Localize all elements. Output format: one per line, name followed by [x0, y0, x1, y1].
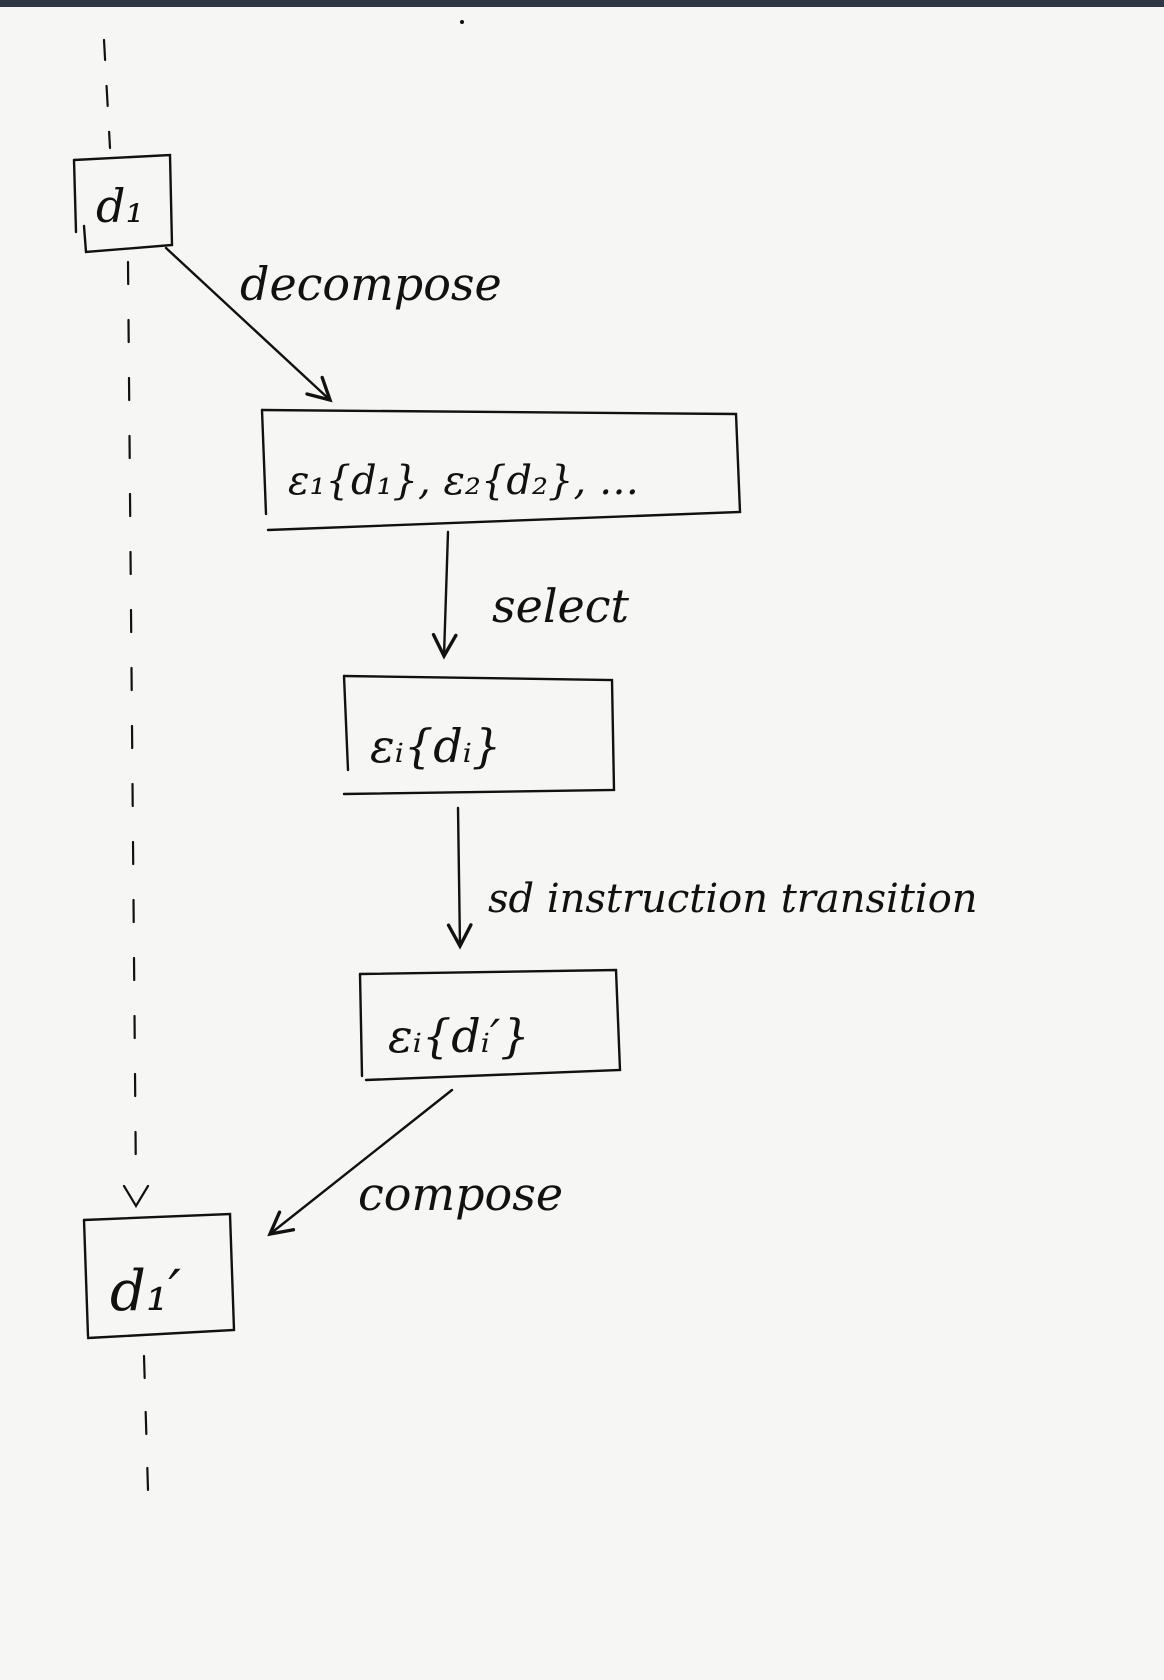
ink-speck	[460, 20, 464, 24]
edge-label-select: select	[492, 579, 630, 633]
edge-decompose	[164, 246, 333, 403]
dashed-guide-arrowhead	[122, 1184, 150, 1209]
node-d1: d₁	[72, 153, 174, 254]
node-d1-prime-label: d₁′	[110, 1259, 181, 1324]
node-transitioned: εᵢ{dᵢ′}	[358, 968, 622, 1082]
edge-label-compose: compose	[358, 1167, 563, 1221]
dashed-guide-bottom	[142, 1354, 150, 1492]
node-d1-prime: d₁′	[82, 1212, 236, 1340]
edge-label-decompose: decompose	[240, 257, 502, 311]
edge-compose	[267, 1088, 454, 1237]
node-transitioned-label: εᵢ{dᵢ′}	[388, 1009, 530, 1063]
node-d1-label: d₁	[96, 179, 144, 233]
edge-label-instruction-transition: sd instruction transition	[488, 876, 978, 922]
node-selected-label: εᵢ{dᵢ}	[370, 719, 501, 773]
top-edge-bar	[0, 0, 1164, 7]
node-selected: εᵢ{dᵢ}	[342, 674, 616, 796]
node-decomposed-set-label: ε₁{d₁}, ε₂{d₂}, …	[288, 458, 639, 504]
edge-instruction-transition	[446, 806, 473, 950]
edge-select	[431, 530, 458, 660]
dashed-guide-top	[102, 38, 112, 150]
dashed-guide-middle	[126, 260, 138, 1190]
node-decomposed-set: ε₁{d₁}, ε₂{d₂}, …	[260, 408, 742, 532]
